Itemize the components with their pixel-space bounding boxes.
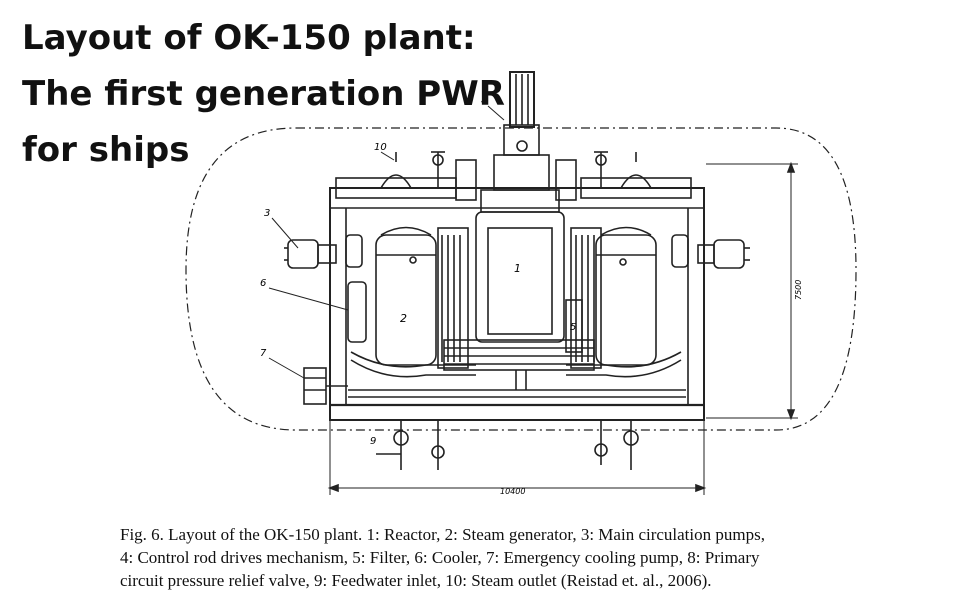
plant-frame: [329, 187, 705, 421]
caption-line-3: circuit pressure relief valve, 9: Feedwa…: [120, 571, 712, 590]
bottom-valves: [376, 420, 639, 470]
dimension-width: 10400: [500, 487, 525, 496]
label-control-rod-drive: 4: [481, 96, 487, 107]
filter: [565, 299, 583, 353]
hull-outline: [185, 127, 857, 431]
pressure-relief-valve-right: [594, 151, 608, 188]
title-line-1: Layout of OK-150 plant:: [22, 18, 476, 58]
circulation-pump-left: [284, 234, 363, 269]
control-rod-drive: [493, 71, 550, 191]
caption-line-2: 4: Control rod drives mechanism, 5: Filt…: [120, 548, 760, 567]
label-reactor: 1: [514, 262, 521, 275]
slide-title: Layout of OK-150 plant: The first genera…: [22, 10, 505, 178]
steam-generator-left: [375, 226, 437, 366]
label-steam-generator: 2: [400, 312, 407, 325]
circulation-pump-right: [671, 234, 750, 269]
ok150-layout-diagram: 1 2 3 4 5 6 7 9 10 10400 7500: [185, 71, 857, 496]
label-feedwater-inlet: 9: [370, 436, 376, 447]
label-filter: 5: [570, 322, 576, 333]
caption-line-1: Fig. 6. Layout of the OK-150 plant. 1: R…: [120, 525, 765, 544]
label-circulation-pump: 3: [264, 208, 270, 219]
cooler: [347, 281, 367, 343]
figure-caption: Fig. 6. Layout of the OK-150 plant. 1: R…: [120, 523, 920, 592]
reactor: [437, 189, 602, 371]
dimension-height: 7500: [794, 280, 803, 300]
label-emergency-pump: 7: [260, 348, 267, 359]
title-line-3: for ships: [22, 130, 190, 170]
emergency-cooling-pump: [303, 367, 327, 405]
steam-generator-right: [595, 226, 657, 366]
label-steam-outlet: 10: [374, 142, 387, 153]
label-cooler: 6: [260, 278, 266, 289]
title-line-2: The first generation PWR: [22, 74, 505, 114]
pressure-relief-valve-left: [431, 151, 445, 188]
